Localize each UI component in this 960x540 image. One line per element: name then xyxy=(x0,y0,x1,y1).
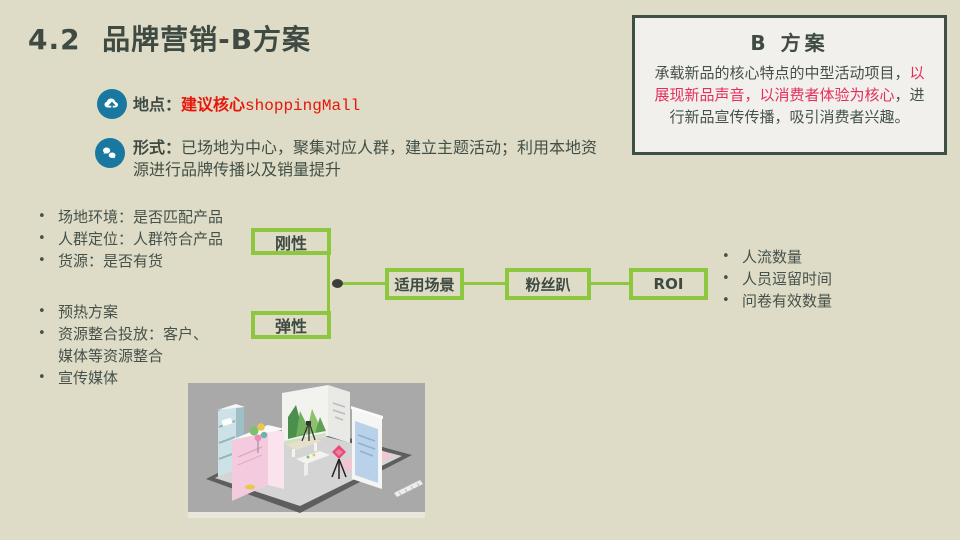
page-title: 4.2 品牌营销-B方案 xyxy=(28,23,312,56)
flow-branch-flexible-label: 弹性 xyxy=(274,317,307,336)
list-item: 人群定位：人群符合产品 xyxy=(34,228,264,250)
location-highlight-en: shoppingMall xyxy=(245,97,361,115)
list-item: 问卷有效数量 xyxy=(718,290,878,312)
plan-box-title: B 方案 xyxy=(750,31,829,55)
site-criteria-list: 场地环境：是否匹配产品 人群定位：人群符合产品 货源：是否有货 xyxy=(34,206,264,272)
flow-node-fan-party-label: 粉丝趴 xyxy=(525,275,571,294)
list-item: 预热方案 xyxy=(34,301,219,323)
flow-node-scenario-label: 适用场景 xyxy=(394,275,455,294)
flow-node-roi-label: ROI xyxy=(653,275,684,293)
location-label: 地点： xyxy=(133,95,182,114)
format-text: 已场地为中心，聚集对应人群，建立主题活动；利用本地资源进行品牌传播以及销量提升 xyxy=(133,138,598,179)
cloud-upload-icon xyxy=(97,89,127,119)
plan-box-text-highlight: 以展现新品声音，以消费者体验为核心 xyxy=(654,64,925,104)
flow-connector-3 xyxy=(591,282,629,285)
format-label: 形式： xyxy=(133,138,182,157)
flow-node-fan-party: 粉丝趴 xyxy=(505,268,591,300)
flow-branch-rigid: 刚性 xyxy=(251,228,331,255)
list-item: 人流数量 xyxy=(718,246,878,268)
location-point: 地点：建议核心shoppingMall xyxy=(133,94,360,117)
list-item: 人员逗留时间 xyxy=(718,268,878,290)
list-item: 宣传媒体 xyxy=(34,367,219,389)
location-highlight-cn: 建议核心 xyxy=(181,95,246,114)
chat-icon xyxy=(95,138,125,168)
plan-box-text-2: ，进行新品宣传传播，吸引消费者兴趣。 xyxy=(669,86,925,126)
flow-node-scenario: 适用场景 xyxy=(385,268,464,300)
list-item: 资源整合投放：客户、 媒体等资源整合 xyxy=(34,323,219,367)
flow-branch-rigid-label: 刚性 xyxy=(274,233,307,253)
plan-box-text-1: 承载新品的核心特点的中型活动项目， xyxy=(654,64,910,82)
plan-b-callout-box: B 方案 承载新品的核心特点的中型活动项目，以展现新品声音，以消费者体验为核心，… xyxy=(632,15,947,155)
flow-branch-flexible: 弹性 xyxy=(251,311,331,339)
flow-connector-1 xyxy=(343,282,385,285)
flow-node-roi: ROI xyxy=(629,268,708,300)
list-item: 场地环境：是否匹配产品 xyxy=(34,206,264,228)
plan-box-body: 承载新品的核心特点的中型活动项目，以展现新品声音，以消费者体验为核心，进行新品宣… xyxy=(647,62,932,128)
format-point: 形式：已场地为中心，聚集对应人群，建立主题活动；利用本地资源进行品牌传播以及销量… xyxy=(133,137,601,181)
booth-image xyxy=(188,383,425,518)
flow-connector-vertical xyxy=(327,255,330,311)
flow-junction-dot xyxy=(332,279,343,288)
metrics-list: 人流数量 人员逗留时间 问卷有效数量 xyxy=(718,246,878,312)
flow-connector-2 xyxy=(464,282,505,285)
resource-plan-list: 预热方案 资源整合投放：客户、 媒体等资源整合 宣传媒体 xyxy=(34,301,219,389)
list-item: 货源：是否有货 xyxy=(34,250,264,272)
